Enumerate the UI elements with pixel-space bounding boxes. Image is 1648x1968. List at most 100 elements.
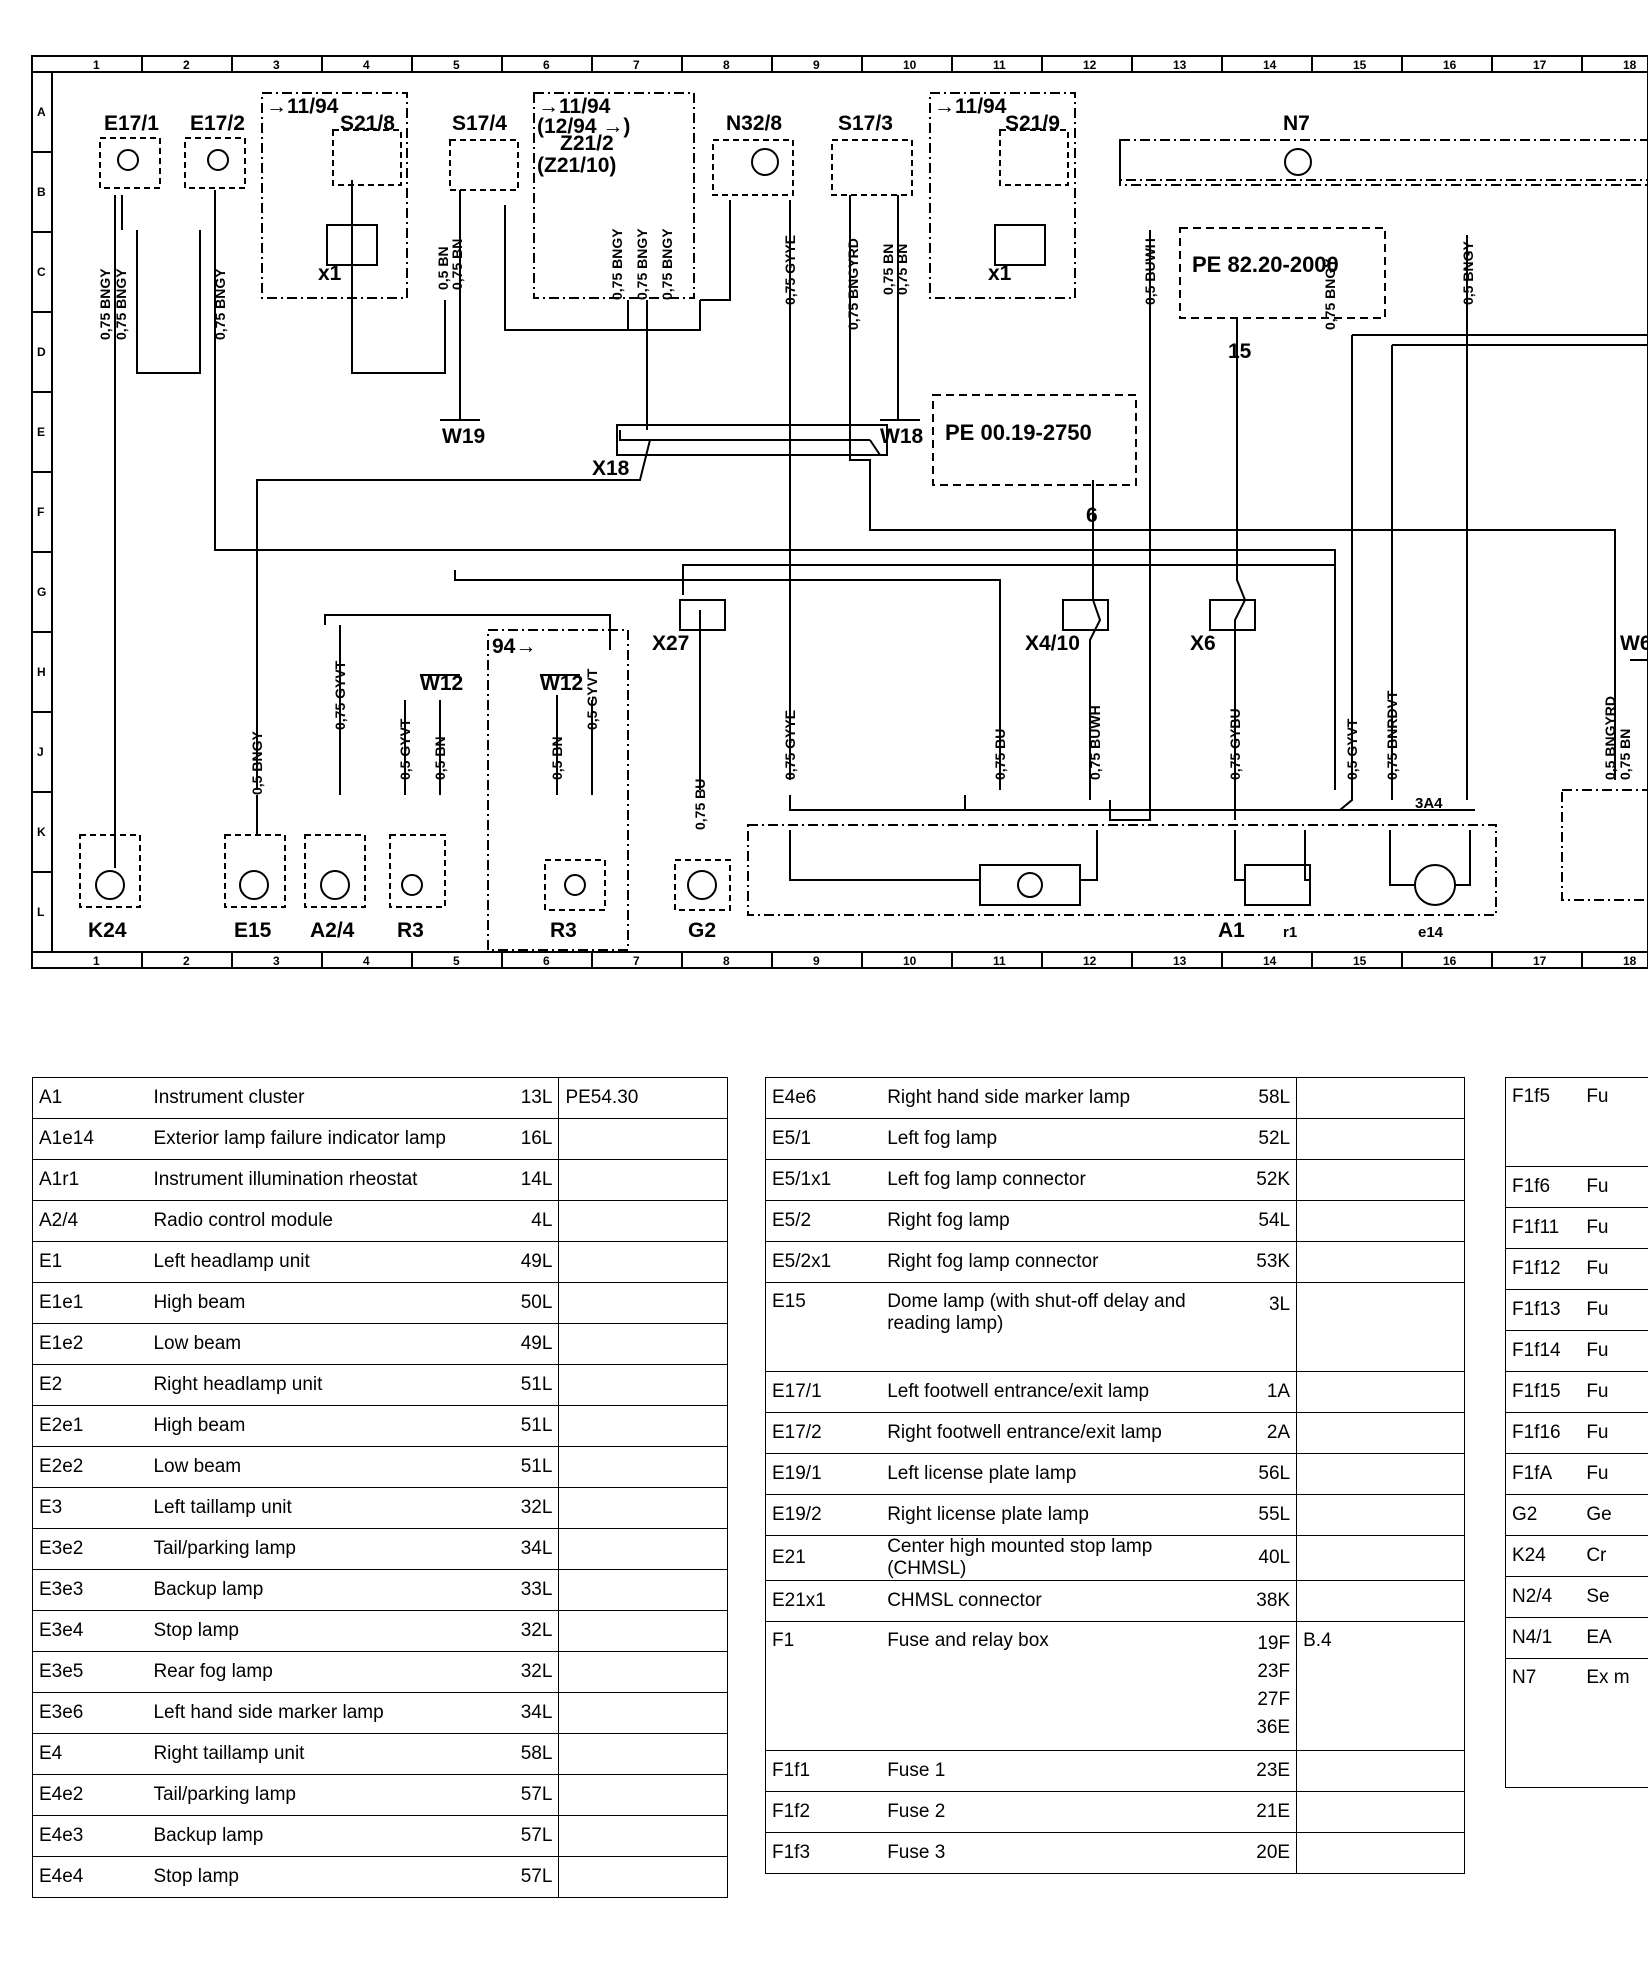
component-w18: W18	[880, 425, 924, 448]
grid-column-label: 11	[993, 58, 1006, 72]
legend-reference	[1296, 1580, 1465, 1622]
component-z21-10: (Z21/10)	[537, 154, 616, 177]
legend-description: EA	[1580, 1617, 1648, 1659]
legend-code: E3e2	[32, 1528, 148, 1570]
legend-reference: B.4	[1296, 1621, 1465, 1751]
legend-description: CHMSL connector	[881, 1580, 1229, 1622]
legend-description: Fu	[1580, 1166, 1648, 1208]
legend-code: E1	[32, 1241, 148, 1283]
legend-code: E2e1	[32, 1405, 148, 1447]
wire-label: 0,75 BNGY	[113, 268, 129, 340]
grid-column-label: 2	[183, 954, 190, 968]
legend-description: Exterior lamp failure indicator lamp	[147, 1118, 492, 1160]
legend-location: 56L	[1228, 1453, 1298, 1495]
legend-location: 34L	[491, 1692, 560, 1734]
legend-location: 21E	[1228, 1791, 1298, 1833]
legend-reference: PE54.30	[558, 1077, 728, 1119]
legend-description: Backup lamp	[147, 1569, 492, 1611]
legend-location: 52L	[1228, 1118, 1298, 1160]
legend-description: Dome lamp (with shut-off delay and readi…	[881, 1282, 1229, 1372]
legend-description: Cr	[1580, 1535, 1648, 1577]
reference-pe-82[interactable]: PE 82.20-2000	[1192, 252, 1339, 277]
grid-row-label: K	[37, 825, 46, 839]
legend-code: A1e14	[32, 1118, 148, 1160]
legend-location: 58L	[1228, 1077, 1298, 1119]
legend-code: F1f3	[765, 1832, 882, 1874]
legend-description: Se	[1580, 1576, 1648, 1618]
component-3a4: 3A4	[1415, 795, 1443, 812]
legend-description: Right headlamp unit	[147, 1364, 492, 1406]
reference-pe-00[interactable]: PE 00.19-2750	[945, 420, 1092, 445]
legend-reference	[558, 1528, 728, 1570]
grid-column-label: 12	[1083, 58, 1097, 72]
legend-code: N4/1	[1505, 1617, 1581, 1659]
grid-column-label: 12	[1083, 954, 1097, 968]
legend-description: Fu	[1580, 1248, 1648, 1290]
legend-code: E21x1	[765, 1580, 882, 1622]
legend-location: 50L	[491, 1282, 560, 1324]
date-note-1: →11/94	[266, 95, 339, 118]
legend-reference	[558, 1569, 728, 1611]
date-note-5: 94→	[492, 635, 536, 658]
legend-location: 1A	[1228, 1371, 1298, 1413]
legend-location: 57L	[491, 1815, 560, 1857]
legend-location: 55L	[1228, 1494, 1298, 1536]
legend-code: F1f1	[765, 1750, 882, 1792]
legend-description: Stop lamp	[147, 1610, 492, 1652]
grid-column-label: 3	[273, 954, 280, 968]
legend-location: 13L	[491, 1077, 560, 1119]
grid-column-label: 17	[1533, 954, 1547, 968]
legend-code: F1f6	[1505, 1166, 1581, 1208]
legend-reference	[1296, 1077, 1465, 1119]
component-w12b: W12	[540, 672, 583, 695]
legend-description: Stop lamp	[147, 1856, 492, 1898]
wire-label: 0,5 GYVT	[1344, 718, 1360, 780]
reference-pin-6: 6	[1086, 504, 1098, 527]
legend-code: A1r1	[32, 1159, 148, 1201]
legend-description: Left fog lamp	[881, 1118, 1229, 1160]
legend-reference	[558, 1446, 728, 1488]
legend-code: F1f2	[765, 1791, 882, 1833]
legend-location: 52K	[1228, 1159, 1298, 1201]
wire-label: 0,75 GYBU	[1227, 708, 1243, 780]
legend-location: 49L	[491, 1241, 560, 1283]
legend-description: Right footwell entrance/exit lamp	[881, 1412, 1229, 1454]
wire-label: 0,5 BUWH	[1142, 238, 1158, 305]
grid-column-label: 18	[1623, 954, 1637, 968]
component-x6: X6	[1190, 632, 1216, 655]
legend-reference	[1296, 1200, 1465, 1242]
legend-description: Fu	[1580, 1412, 1648, 1454]
grid-column-label: 4	[363, 954, 370, 968]
legend-location: 3L	[1228, 1282, 1298, 1372]
legend-description: Left fog lamp connector	[881, 1159, 1229, 1201]
component-a2-4: A2/4	[310, 919, 355, 942]
grid-column-label: 1	[93, 58, 100, 72]
grid-row-label: F	[37, 505, 44, 519]
legend-reference	[1296, 1159, 1465, 1201]
legend-reference	[1296, 1241, 1465, 1283]
legend-reference	[558, 1487, 728, 1529]
legend-description: Left taillamp unit	[147, 1487, 492, 1529]
legend-code: E17/2	[765, 1412, 882, 1454]
wires	[79, 92, 1648, 951]
legend-location: 20E	[1228, 1832, 1298, 1874]
legend-code: E2e2	[32, 1446, 148, 1488]
legend-location: 51L	[491, 1446, 560, 1488]
